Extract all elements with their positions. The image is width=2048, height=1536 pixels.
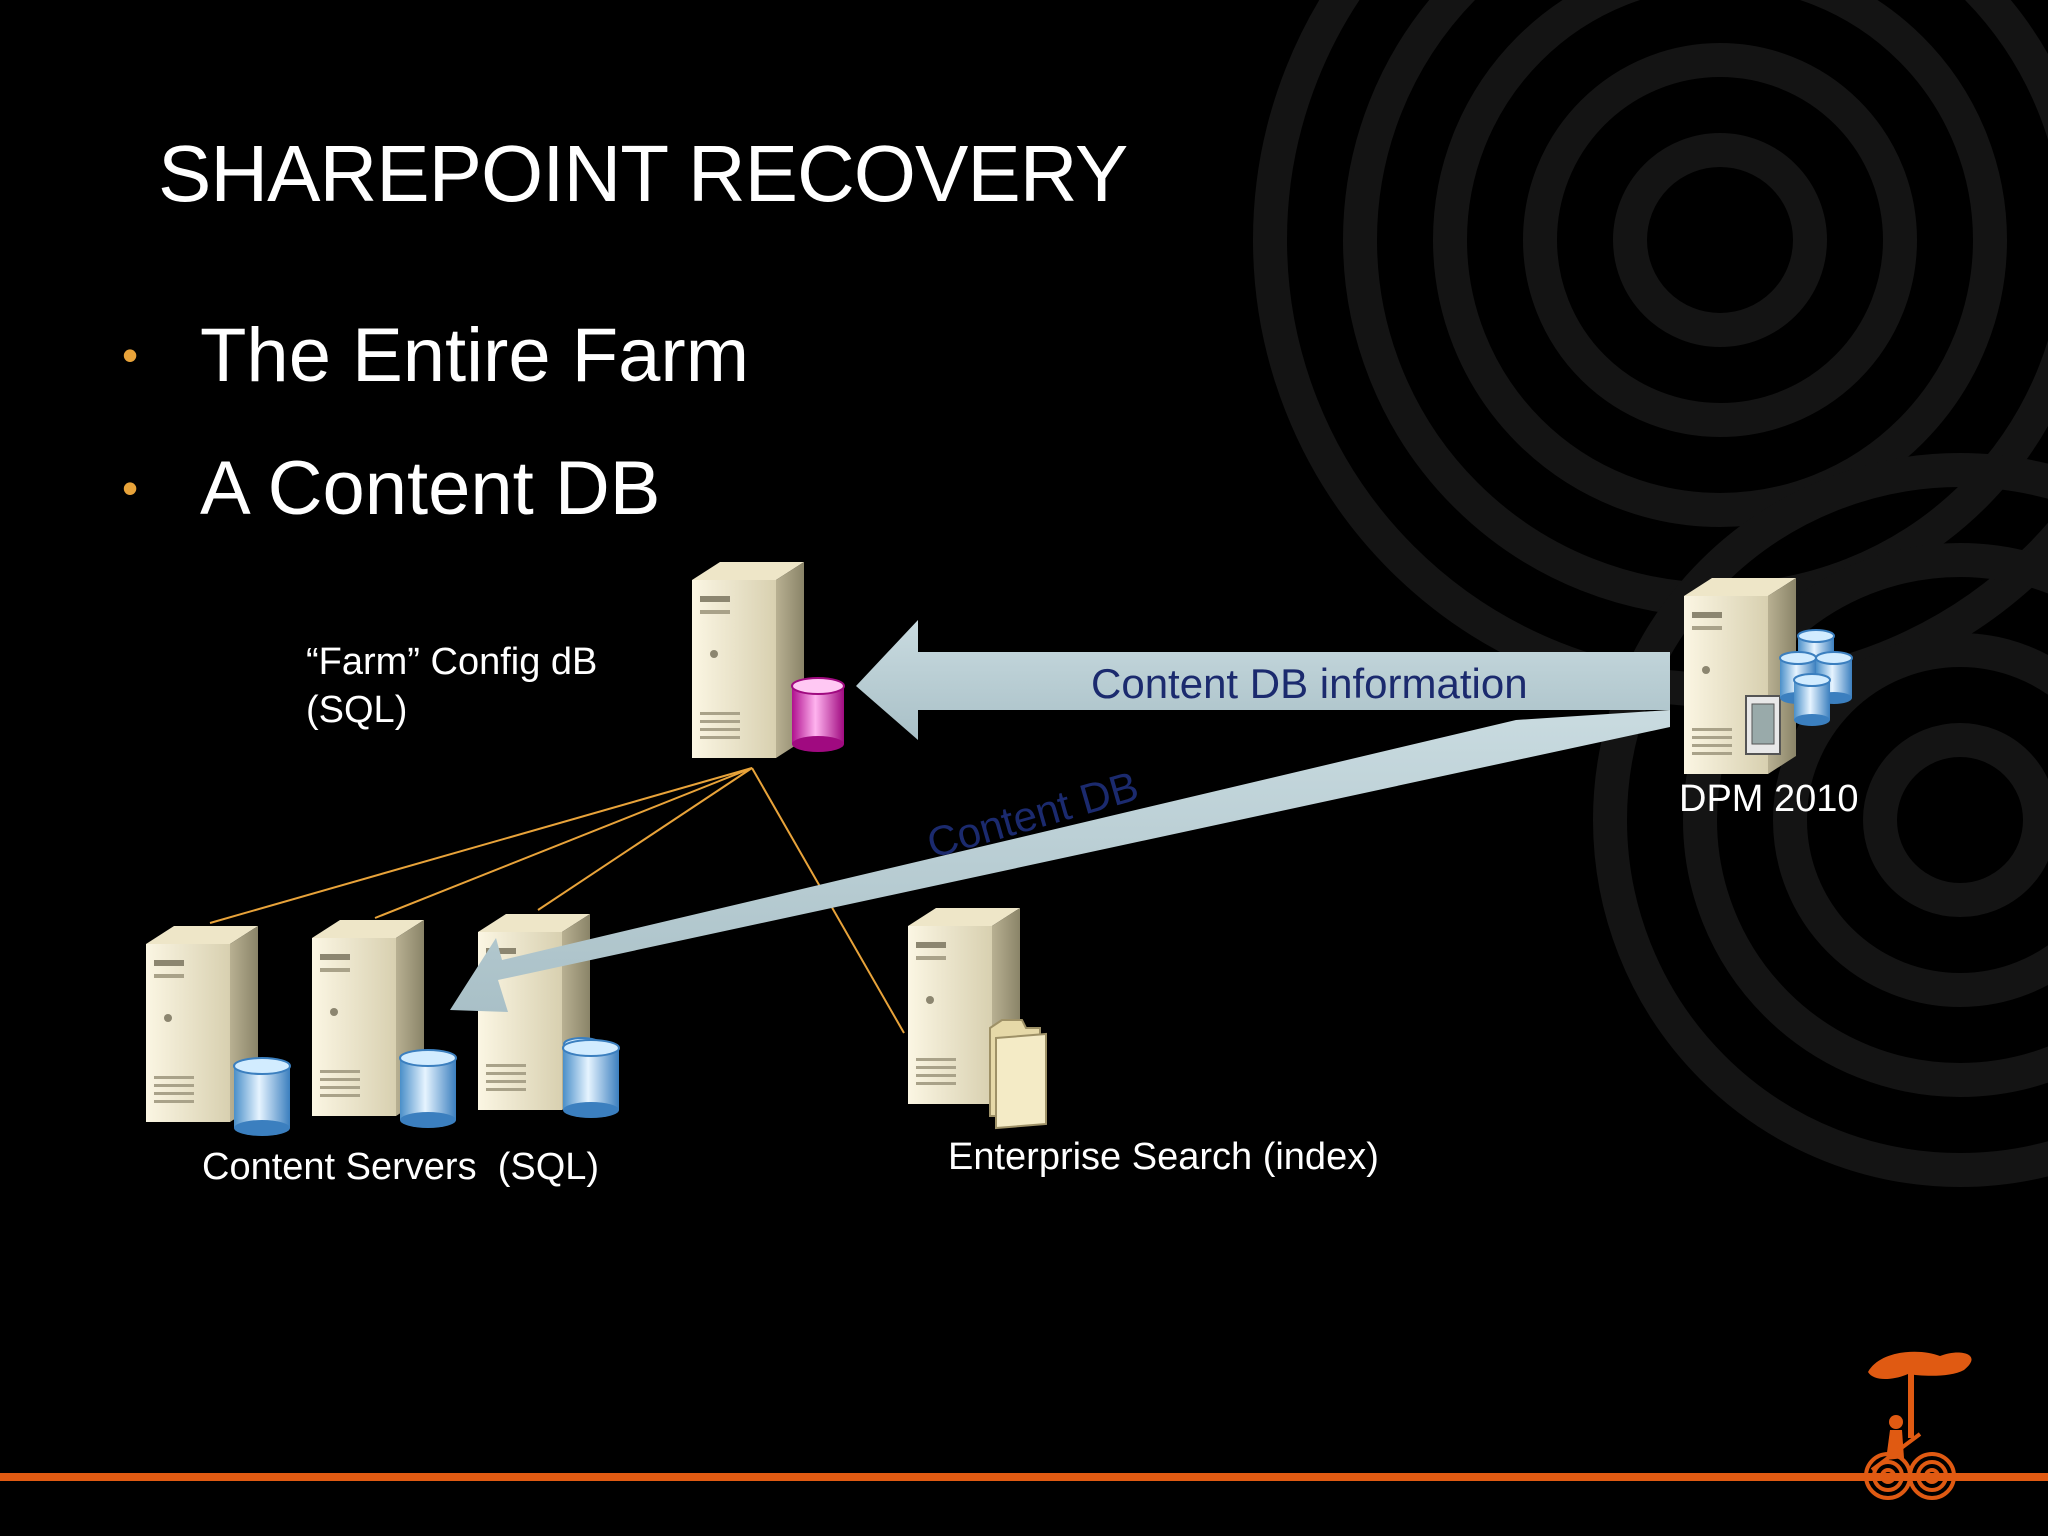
config-db-label: “Farm” Config dB (SQL) <box>306 638 597 734</box>
bullet-dot-icon: • <box>122 328 139 381</box>
footer-bar <box>0 1473 2048 1481</box>
bullet-item: • The Entire Farm <box>122 312 749 399</box>
tree-logo-icon <box>1864 1351 1972 1500</box>
bullet-item: • A Content DB <box>122 445 661 532</box>
config-db-server-icon <box>692 562 845 758</box>
enterprise-search-server-icon <box>908 908 1047 1130</box>
content-servers-icon <box>146 914 620 1137</box>
bullet-text: A Content DB <box>200 446 661 531</box>
config-db-label-line1: “Farm” Config dB <box>306 641 598 683</box>
content-db-arrow <box>450 710 1670 1012</box>
config-db-label-line2: (SQL) <box>306 689 408 731</box>
dpm-2010-server-icon <box>1684 578 1853 774</box>
enterprise-search-label: Enterprise Search (index) <box>948 1136 1379 1178</box>
content-servers-label: Content Servers (SQL) <box>202 1146 600 1188</box>
bullet-text: The Entire Farm <box>200 313 750 398</box>
bullet-dot-icon: • <box>122 461 139 514</box>
content-db-information-arrow <box>856 620 1670 740</box>
dpm-label: DPM 2010 <box>1679 778 1859 820</box>
arrow-label-content-db-information: Content DB information <box>1091 660 1528 707</box>
slide-title: SHAREPOINT RECOVERY <box>158 129 1128 218</box>
